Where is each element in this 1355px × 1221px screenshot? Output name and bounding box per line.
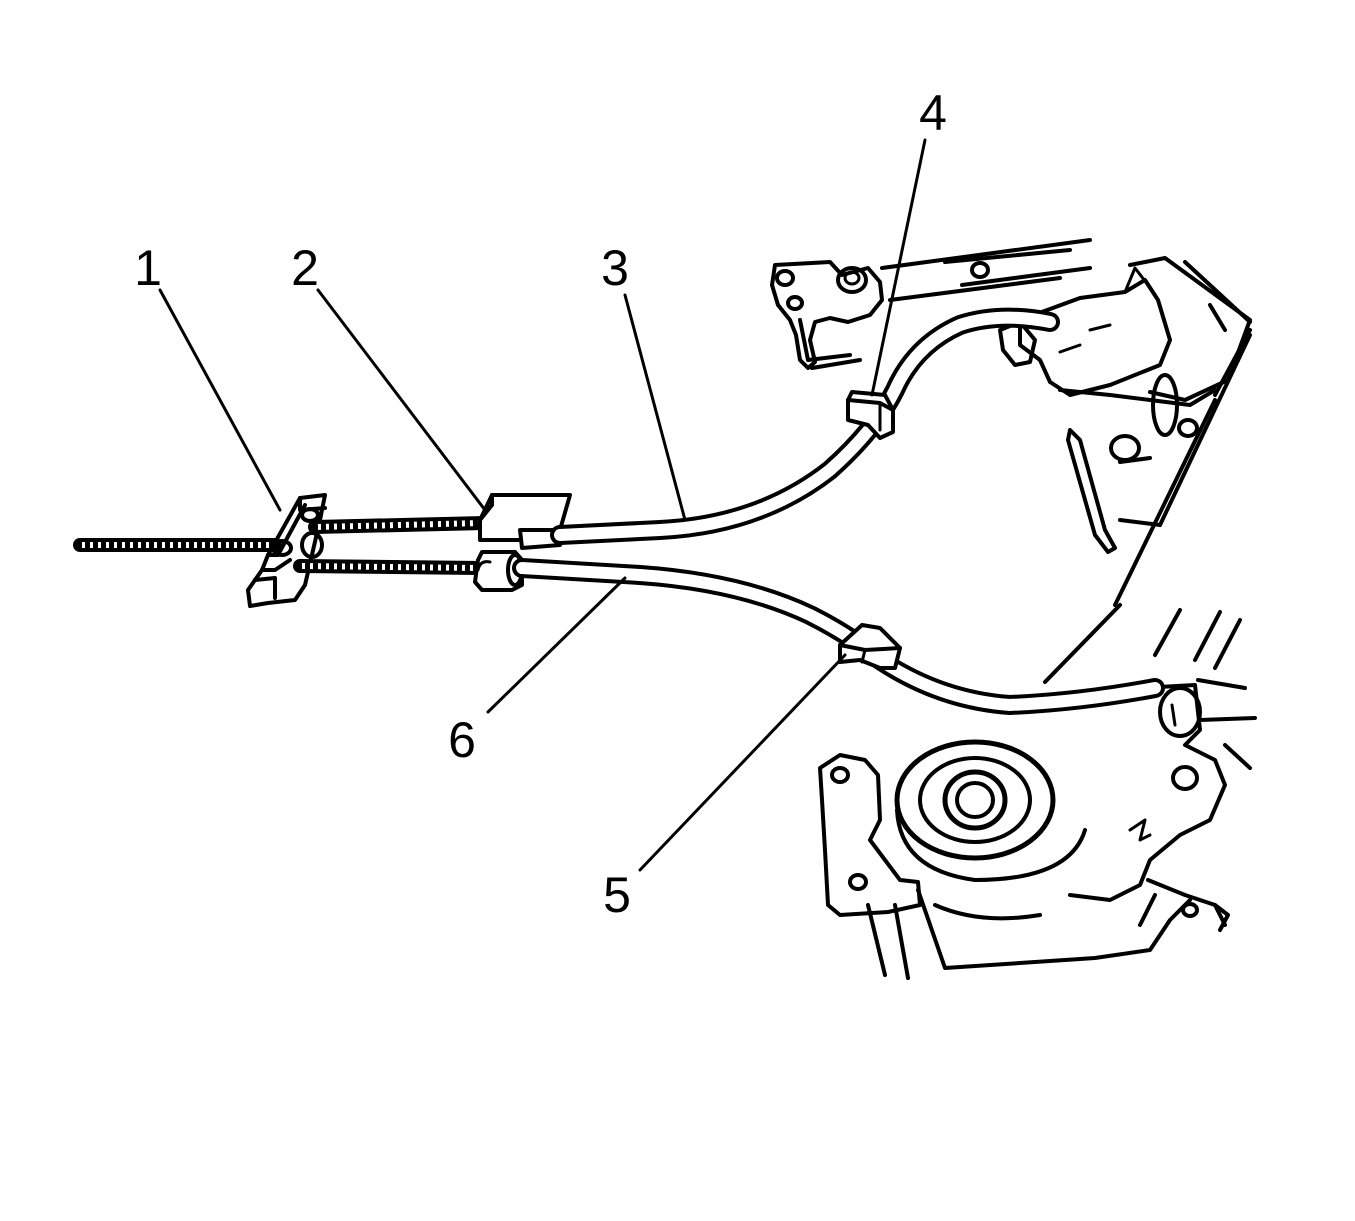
callout-6: 6 — [448, 712, 476, 768]
left-rear-cable — [512, 558, 1165, 715]
threaded-rods — [73, 516, 492, 575]
leader-lines — [158, 138, 927, 872]
lower-suspension-assembly — [818, 608, 1257, 980]
callout-4: 4 — [919, 85, 947, 141]
upper-suspension-assembly — [770, 238, 1252, 684]
cable-equalizer — [246, 493, 327, 608]
callout-5: 5 — [603, 867, 631, 923]
callout-3: 3 — [601, 240, 629, 296]
callout-1: 1 — [134, 240, 162, 296]
cable-clip-upper — [846, 390, 895, 440]
cable-clip-lower — [838, 623, 902, 670]
callout-2: 2 — [291, 240, 319, 296]
